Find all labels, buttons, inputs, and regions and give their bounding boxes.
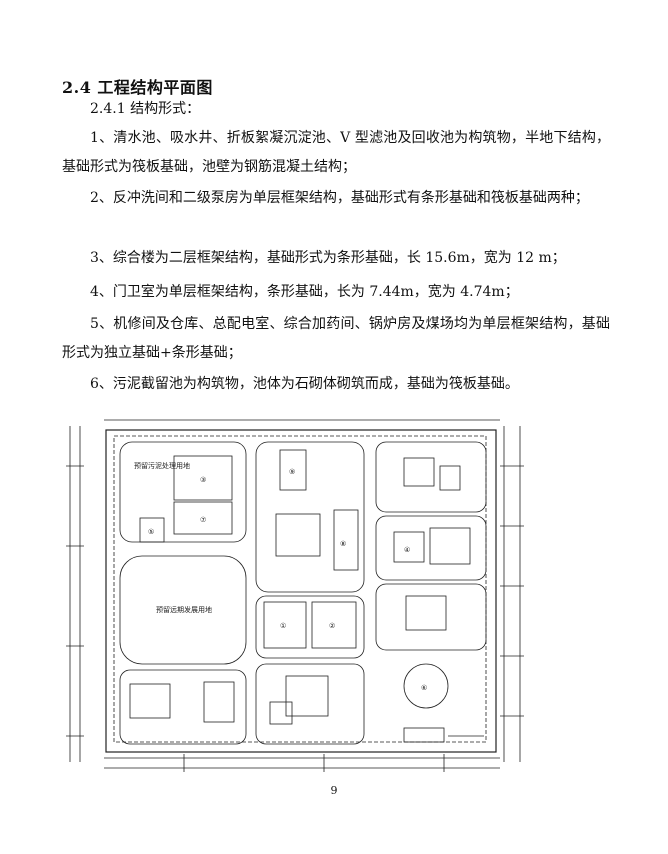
building-b (203, 681, 235, 723)
subsection-heading: 2.4.1 结构形式： (90, 101, 201, 117)
small-building-5 (139, 517, 165, 543)
zone-top-left (119, 441, 247, 543)
site-boundary (105, 429, 497, 753)
inner-boundary (113, 435, 487, 743)
tank-9 (279, 449, 307, 491)
marker-9: ⑨ (289, 468, 295, 476)
building-r1 (403, 457, 435, 487)
marker-4: ④ (404, 546, 410, 554)
tank-1 (263, 601, 307, 649)
paragraph-1: 1、清水池、吸水井、折板絮凝沉淀池、V 型滤池及回收池为构筑物，半地下结构，基础… (62, 130, 610, 175)
site-plan-drawing: 预留污泥处理用地 预留远期发展用地 ③ ⑦ ⑤ ⑨ ① ② ⑧ ④ ⑥ (66, 419, 524, 772)
zone-right-lower (375, 583, 487, 651)
paragraph-3: 3、综合楼为二层框架结构，基础形式为条形基础，长 15.6m，宽为 12 m； (90, 250, 566, 266)
circle-tank-label: ⑥ (421, 684, 427, 692)
page-number: 9 (330, 784, 338, 797)
zone-center-mid (255, 595, 365, 659)
zone-bottom-left (119, 669, 247, 745)
paragraph-2: 2、反冲洗间和二级泵房为单层框架结构，基础形式有条形基础和筏板基础两种； (90, 190, 589, 206)
tank-2 (311, 601, 357, 649)
zone-top-left-label: 预留污泥处理用地 (134, 461, 190, 470)
building-filter (275, 513, 321, 557)
section-heading: 2.4 工程结构平面图 (62, 78, 213, 97)
marker-5: ⑤ (148, 528, 154, 536)
marker-1: ① (280, 622, 286, 630)
zone-center-bottom (255, 663, 365, 745)
circle-tank (403, 663, 449, 709)
dim-ticks (66, 465, 524, 772)
building-r4 (429, 527, 471, 565)
zone-mid-left-label: 预留远期发展用地 (156, 605, 212, 614)
gate-house (403, 727, 445, 743)
building-a (129, 683, 171, 719)
marker-2: ② (329, 622, 335, 630)
marker-3: ③ (200, 476, 206, 484)
tank-7 (173, 501, 233, 535)
zone-center-top (255, 441, 365, 593)
paragraph-6: 6、污泥截留池为构筑物，池体为石砌体砌筑而成，基础为筏板基础。 (90, 376, 519, 392)
paragraph-5: 5、机修间及仓库、总配电室、综合加药间、锅炉房及煤场均为单层框架结构，基础形式为… (62, 316, 610, 361)
marker-7: ⑦ (200, 516, 206, 524)
paragraph-4: 4、门卫室为单层框架结构，条形基础，长为 7.44m，宽为 4.74m； (90, 284, 519, 300)
marker-8: ⑧ (340, 540, 346, 548)
zone-right-mid (375, 515, 487, 581)
building-r2 (439, 465, 461, 491)
zone-mid-left (119, 555, 247, 665)
building-r3 (393, 531, 425, 563)
building-small (269, 701, 293, 725)
building-pump (333, 509, 359, 571)
building-r5 (405, 595, 447, 631)
building-office (285, 675, 329, 717)
tank-3 (173, 455, 233, 501)
zone-right-top (375, 441, 487, 513)
